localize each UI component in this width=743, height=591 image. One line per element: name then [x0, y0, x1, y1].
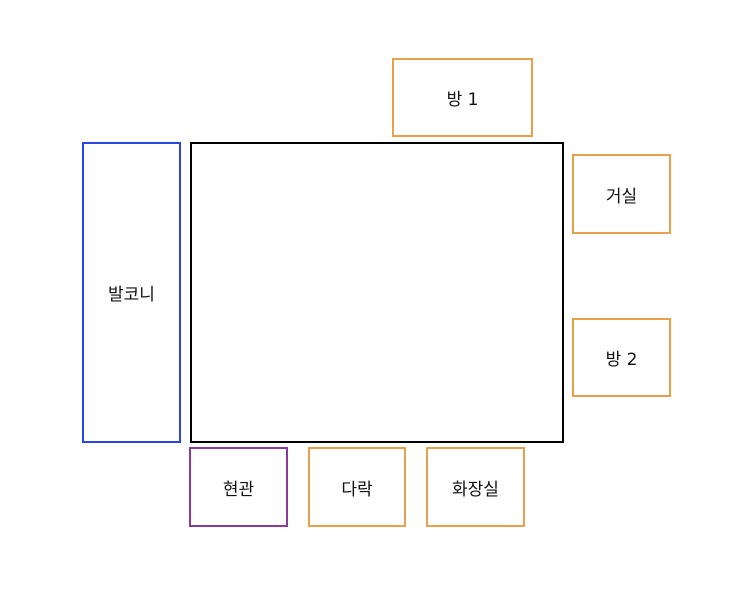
room-1-label: 방 1 [446, 90, 479, 110]
bathroom-label: 화장실 [452, 479, 499, 500]
room-2-label: 방 2 [605, 350, 638, 370]
balcony-label: 발코니 [108, 285, 155, 305]
attic-label: 다락 [341, 479, 373, 500]
room-2-box: 방 2 [572, 318, 671, 397]
entrance-label: 현관 [222, 479, 255, 500]
entrance-box: 현관 [189, 447, 288, 527]
central-space-box [190, 142, 564, 443]
living-room-label: 거실 [605, 186, 638, 207]
room-1-box: 방 1 [392, 58, 533, 137]
attic-box: 다락 [308, 447, 406, 527]
living-room-box: 거실 [572, 154, 671, 234]
bathroom-box: 화장실 [426, 447, 525, 527]
balcony-box: 발코니 [82, 142, 181, 443]
